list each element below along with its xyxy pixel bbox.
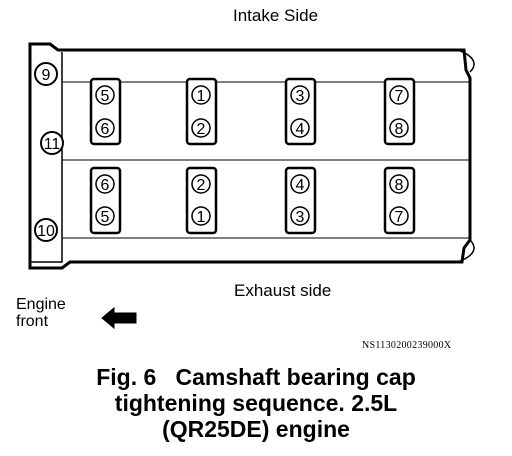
exhaust-side-label: Exhaust side — [234, 281, 332, 300]
bolt-number: 7 — [395, 209, 404, 226]
bolt-number: 4 — [296, 121, 305, 138]
head-bolt-9: 9 — [34, 62, 58, 86]
bolt-number: 4 — [296, 177, 305, 194]
cylinder-head-outline — [28, 42, 472, 270]
head-bolt-label: 11 — [44, 136, 61, 153]
head-bolt-10: 10 — [34, 218, 58, 242]
caption-line2: tightening sequence. 2.5L — [114, 390, 398, 416]
bolt-number: 8 — [395, 177, 404, 194]
engine-front-line2: front — [16, 313, 49, 330]
exhaust-cap-4: 8 7 — [383, 166, 416, 235]
bolt-number: 6 — [101, 121, 110, 138]
bolt-number: 3 — [296, 209, 305, 226]
bolt-number: 8 — [395, 121, 404, 138]
bolt-number: 2 — [197, 177, 206, 194]
head-right-edge-detail — [457, 49, 475, 263]
exhaust-cap-1: 6 5 — [89, 166, 122, 235]
head-side-step — [30, 52, 63, 263]
intake-cap-4: 7 8 — [383, 77, 416, 146]
bolt-number: 1 — [197, 209, 206, 226]
head-bolt-label: 10 — [37, 223, 55, 240]
head-bolt-11: 11 — [40, 131, 64, 155]
bolt-number: 3 — [296, 88, 305, 105]
bolt-number: 5 — [101, 88, 110, 105]
intake-side-label: Intake Side — [233, 6, 319, 25]
engine-front-line1: Engine — [16, 296, 66, 313]
bolt-number: 5 — [101, 209, 110, 226]
figure-caption: Fig. 6 Camshaft bearing cap tightening s… — [0, 364, 512, 442]
head-bolt-label: 9 — [42, 67, 51, 84]
figure-code: NS1130200239000X — [362, 340, 452, 351]
intake-cap-3: 3 4 — [284, 77, 317, 146]
bolt-number: 1 — [197, 88, 206, 105]
engine-front-label: Engine front — [16, 296, 66, 330]
exhaust-cap-3: 4 3 — [284, 166, 317, 235]
exhaust-cap-2: 2 1 — [185, 166, 218, 235]
intake-cap-1: 5 6 — [89, 77, 122, 146]
bolt-number: 7 — [395, 88, 404, 105]
left-arrow-icon — [101, 306, 137, 330]
intake-cap-2: 1 2 — [185, 77, 218, 146]
bolt-number: 6 — [101, 177, 110, 194]
bolt-number: 2 — [197, 121, 206, 138]
caption-line3: (QR25DE) engine — [162, 416, 350, 442]
caption-line1: Fig. 6 Camshaft bearing cap — [96, 364, 416, 390]
